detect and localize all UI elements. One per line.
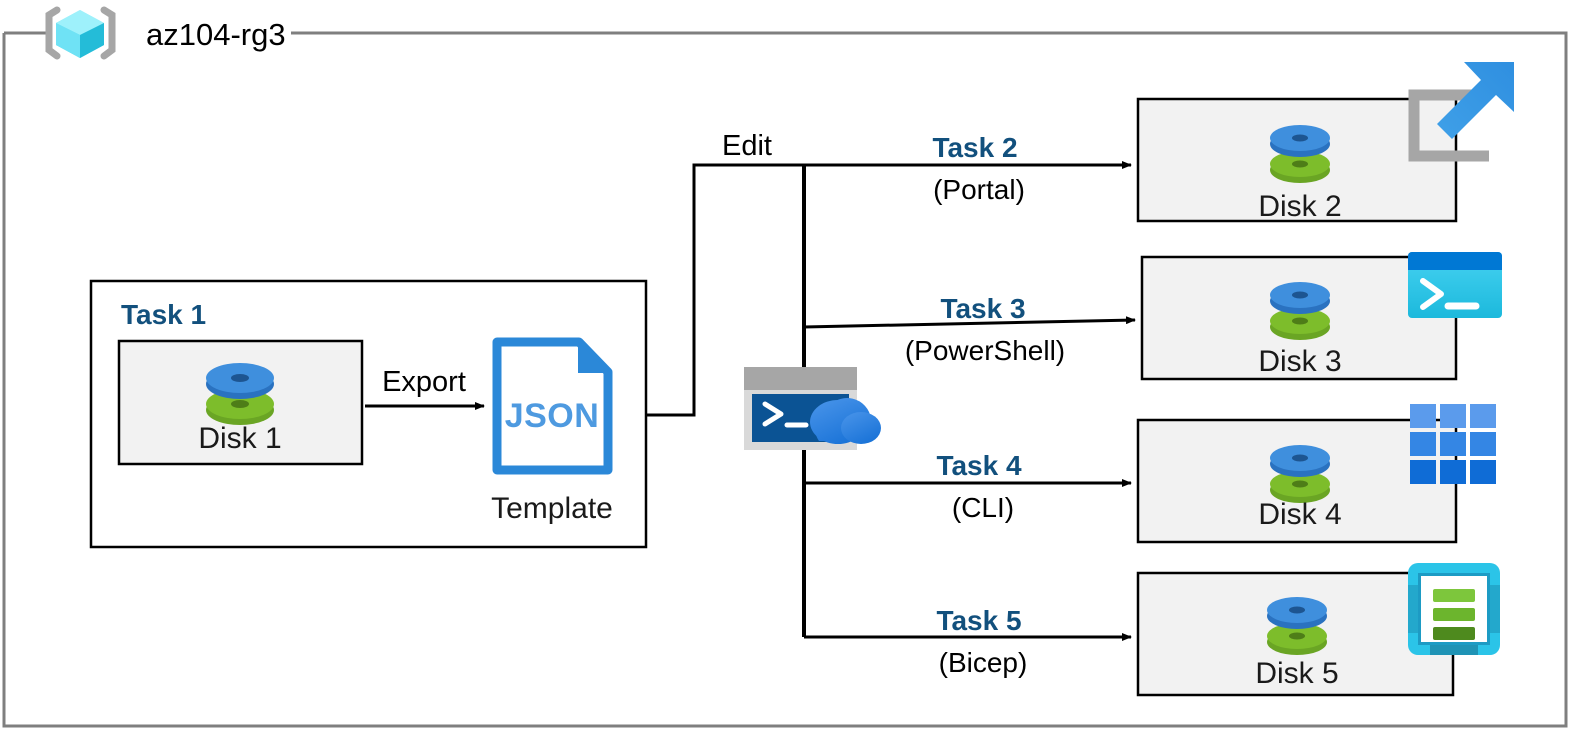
json-format-label: JSON bbox=[505, 397, 600, 435]
disk3-label: Disk 3 bbox=[1258, 345, 1341, 378]
managed-disk-icon bbox=[206, 363, 274, 425]
task5-title: Task 5 bbox=[936, 605, 1021, 636]
disk5-label: Disk 5 bbox=[1255, 657, 1338, 690]
azure-portal-icon[interactable] bbox=[1408, 62, 1514, 162]
managed-disk-icon bbox=[1270, 125, 1330, 183]
task4-title: Task 4 bbox=[936, 450, 1022, 481]
powershell-icon[interactable] bbox=[1408, 252, 1502, 318]
json-file-icon bbox=[492, 337, 613, 475]
disk2-label: Disk 2 bbox=[1258, 190, 1341, 223]
resource-group-cube-icon bbox=[45, 6, 116, 60]
managed-disk-icon bbox=[1270, 445, 1330, 503]
bicep-icon[interactable] bbox=[1408, 563, 1500, 655]
export-label: Export bbox=[382, 366, 466, 398]
task5-method: (Bicep) bbox=[939, 647, 1028, 678]
task3-arrow bbox=[803, 316, 1136, 329]
managed-disk-icon bbox=[1267, 597, 1327, 655]
azure-cli-icon[interactable] bbox=[1410, 404, 1496, 484]
template-label: Template bbox=[491, 492, 613, 525]
task2-method: (Portal) bbox=[933, 174, 1025, 205]
disk1-label: Disk 1 bbox=[198, 422, 281, 455]
task4-method: (CLI) bbox=[952, 492, 1014, 523]
edit-label: Edit bbox=[722, 130, 772, 162]
cloud-shell-icon[interactable] bbox=[744, 367, 881, 450]
resource-group-name: az104-rg3 bbox=[146, 17, 286, 52]
task3-method: (PowerShell) bbox=[905, 335, 1065, 366]
task2-title: Task 2 bbox=[932, 132, 1017, 163]
managed-disk-icon bbox=[1270, 282, 1330, 340]
task1-title: Task 1 bbox=[121, 299, 206, 330]
task3-title: Task 3 bbox=[940, 293, 1025, 324]
disk4-label: Disk 4 bbox=[1258, 498, 1341, 531]
resource-group-frame bbox=[2, 31, 1568, 728]
